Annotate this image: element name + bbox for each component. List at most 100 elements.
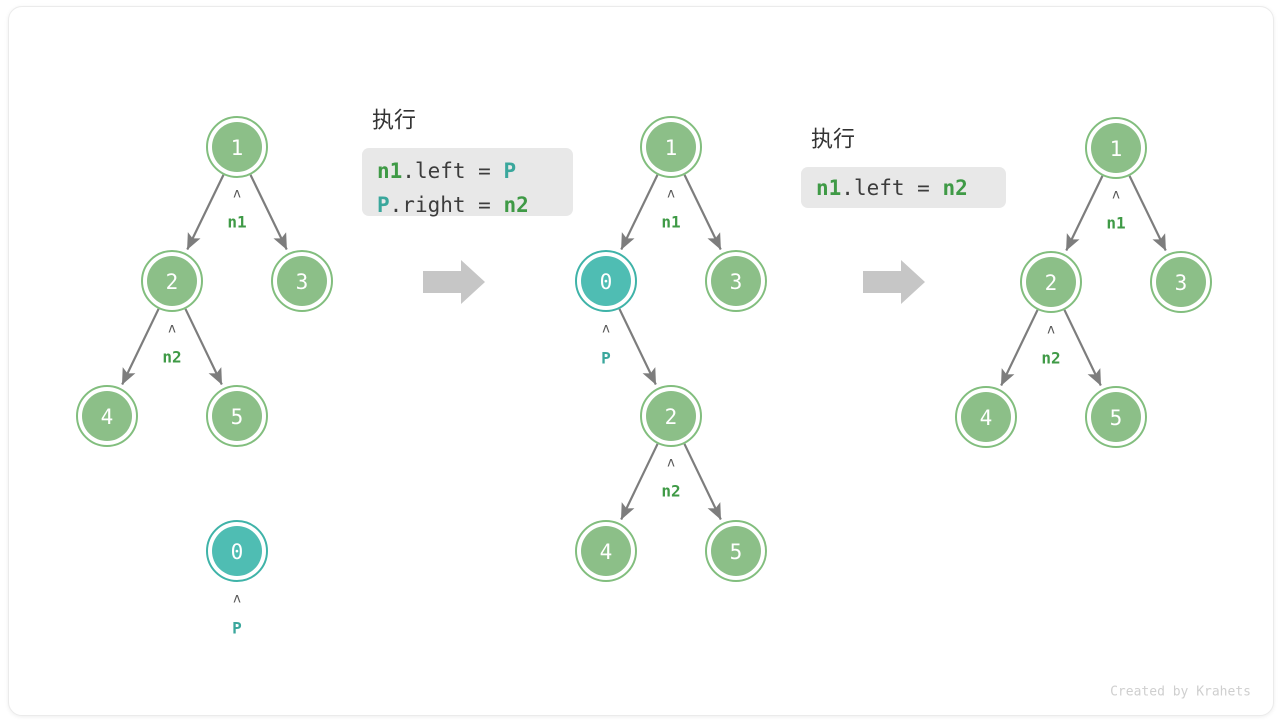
node-body <box>212 122 262 172</box>
tree-edge <box>683 174 722 250</box>
node-outer-ring <box>575 250 637 312</box>
node-outer-ring <box>640 385 702 447</box>
panel-middle-pointer-n2: n2 <box>661 482 680 501</box>
node-outer-ring <box>575 520 637 582</box>
node-body <box>646 391 696 441</box>
tree-edge <box>1128 175 1167 251</box>
node-body <box>1091 392 1141 442</box>
node-value-text: 3 <box>730 270 743 294</box>
panel-before-pointer-p: P <box>232 619 242 638</box>
node-body <box>961 392 1011 442</box>
watermark-credit: Created by Krahets <box>1110 685 1251 700</box>
code-block-2-line-0: n1.left = n2 <box>816 176 968 200</box>
node-body <box>212 526 262 576</box>
panel-before-node-3: 3 <box>271 250 333 312</box>
node-outer-ring <box>141 250 203 312</box>
tree-edge <box>683 443 722 520</box>
node-body <box>1156 257 1206 307</box>
node-value-text: 4 <box>101 405 114 429</box>
panel-after-node-2: 2 <box>1020 251 1082 313</box>
node-outer-ring <box>955 386 1017 448</box>
code-blocks-layer: 执行 n1.left = P P.right = n2 执行 n1.left = n2 <box>362 108 1006 217</box>
node-body <box>147 256 197 306</box>
node-value-text: 4 <box>980 406 993 430</box>
panel-middle-node-3: 3 <box>705 250 767 312</box>
node-value-text: 2 <box>1045 271 1058 295</box>
node-outer-ring <box>76 385 138 447</box>
code-block-1-line-0: n1.left = P <box>377 159 516 183</box>
node-outer-ring <box>206 116 268 178</box>
node-outer-ring <box>1150 251 1212 313</box>
panel-before-pointer-n1: n1 <box>227 213 246 232</box>
tree-edge <box>620 174 659 250</box>
panel-before-node-5: 5 <box>206 385 268 447</box>
panel-after-node-3: 3 <box>1150 251 1212 313</box>
pointer-n2-caret-icon: ʌ <box>1047 323 1055 338</box>
pointer-n1-caret-icon: ʌ <box>667 187 675 202</box>
code-block-1-exec-label: 执行 <box>372 108 416 133</box>
step-arrows-layer <box>423 260 925 304</box>
code-block-2-background <box>801 167 1006 208</box>
tree-edge <box>1065 175 1104 251</box>
node-body <box>212 391 262 441</box>
node-body <box>646 122 696 172</box>
node-value-text: 0 <box>231 540 244 564</box>
code-block-2-exec-label: 执行 <box>811 127 855 152</box>
node-value-text: 1 <box>665 136 678 160</box>
node-value-text: 3 <box>1175 271 1188 295</box>
node-body <box>581 526 631 576</box>
node-body <box>82 391 132 441</box>
node-value-text: 0 <box>600 270 613 294</box>
node-outer-ring <box>1085 386 1147 448</box>
node-outer-ring <box>271 250 333 312</box>
tree-edge <box>618 308 657 385</box>
node-outer-ring <box>705 520 767 582</box>
pointer-n1-caret-icon: ʌ <box>233 187 241 202</box>
step-arrow-2 <box>863 260 925 304</box>
node-value-text: 5 <box>1110 406 1123 430</box>
node-outer-ring <box>206 520 268 582</box>
panel-after-node-5: 5 <box>1085 386 1147 448</box>
node-value-text: 5 <box>730 540 743 564</box>
tree-edge <box>184 308 223 385</box>
node-outer-ring <box>640 116 702 178</box>
tree-edge <box>249 174 288 250</box>
node-value-text: 4 <box>600 540 613 564</box>
node-outer-ring <box>206 385 268 447</box>
node-outer-ring <box>1085 117 1147 179</box>
tree-edge <box>1063 309 1102 386</box>
panel-middle-pointer-p: P <box>601 349 611 368</box>
panel-before-node-2: 2 <box>141 250 203 312</box>
tree-edge <box>121 308 160 385</box>
node-value-text: 5 <box>231 405 244 429</box>
node-body <box>581 256 631 306</box>
tree-edge <box>186 174 225 250</box>
node-body <box>1026 257 1076 307</box>
panel-middle-node-1: 1 <box>640 116 702 178</box>
panel-after-node-4: 4 <box>955 386 1017 448</box>
panel-after-pointer-n2: n2 <box>1041 349 1060 368</box>
panel-after-node-1: 1 <box>1085 117 1147 179</box>
pointer-n2-caret-icon: ʌ <box>667 456 675 471</box>
pointer-n2-caret-icon: ʌ <box>168 322 176 337</box>
panel-before-node-0: 0 <box>206 520 268 582</box>
panel-after-pointer-n1: n1 <box>1106 214 1125 233</box>
node-value-text: 1 <box>1110 137 1123 161</box>
node-value-text: 2 <box>166 270 179 294</box>
node-value-text: 3 <box>296 270 309 294</box>
pointer-n1-caret-icon: ʌ <box>1112 188 1120 203</box>
node-body <box>711 256 761 306</box>
edges-layer <box>121 174 1167 520</box>
panel-before-node-1: 1 <box>206 116 268 178</box>
panel-middle-node-0: 0 <box>575 250 637 312</box>
panel-before-pointer-n2: n2 <box>162 348 181 367</box>
panel-before-node-4: 4 <box>76 385 138 447</box>
node-body <box>1091 123 1141 173</box>
code-block-1-line-1: P.right = n2 <box>377 193 529 217</box>
tree-edge <box>1000 309 1039 386</box>
pointer-p-caret-icon: ʌ <box>233 592 241 607</box>
